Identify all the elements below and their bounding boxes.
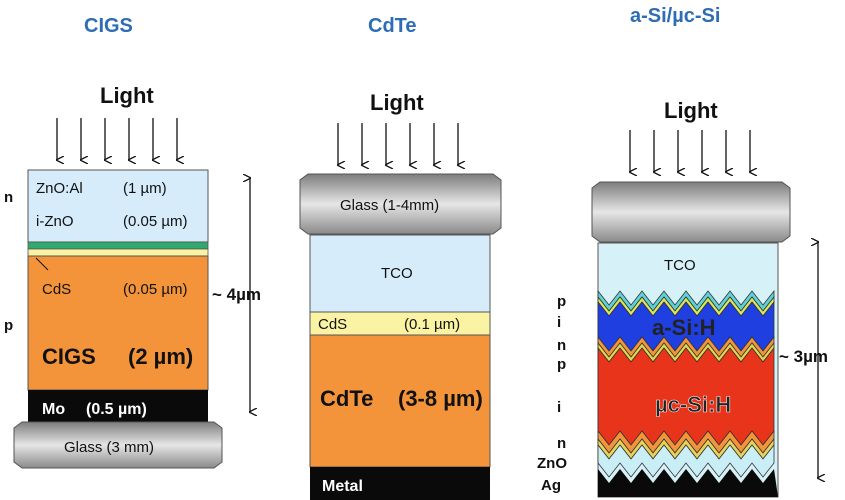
cdte-light-arrows xyxy=(338,123,458,165)
mo-thickness: (0.5 µm) xyxy=(86,401,147,418)
cdte-light-label: Light xyxy=(370,90,424,115)
cigs-layer-label: CIGS xyxy=(42,344,96,369)
mo-layer xyxy=(28,390,208,422)
i-zno-thickness: (0.05 µm) xyxy=(123,213,188,230)
asi-title: a-Si/µc-Si xyxy=(630,5,720,27)
cigs-side-p: p xyxy=(4,317,13,334)
cds-thickness: (0.05 µm) xyxy=(123,281,188,298)
metal-layer xyxy=(310,467,490,500)
asi-side-ag: Ag xyxy=(541,477,561,494)
cigs-light-arrows xyxy=(57,118,177,160)
asi-side-p2: p xyxy=(557,356,566,373)
ucsih-label: µc-Si:H xyxy=(655,392,731,417)
cigs-title: CIGS xyxy=(84,15,133,37)
asi-light-label: Light xyxy=(664,98,718,123)
cdte-tco-label: TCO xyxy=(381,265,413,282)
asi-total-thickness: ~ 3µm xyxy=(779,347,828,366)
cdte-tco-layer xyxy=(309,234,491,313)
ucsih-label-outline: µc-Si:H xyxy=(655,392,731,417)
cdte-layer-thickness: (3-8 µm) xyxy=(398,386,483,411)
asi-layer-bands xyxy=(597,289,778,497)
cdte-title: CdTe xyxy=(368,15,417,37)
asi-stack: a-Si/µc-Si Light TCO a-Si:H µc-Si:H µc-S… xyxy=(537,5,828,498)
i-zno-label: i-ZnO xyxy=(36,213,74,230)
cdte-glass-label: Glass (1-4mm) xyxy=(340,197,439,214)
cdte-glass-layer xyxy=(299,173,502,235)
asi-side-zno: ZnO xyxy=(537,455,567,472)
asi-light-arrows xyxy=(630,130,750,172)
cds-pointer xyxy=(35,257,49,271)
asi-ag-layer xyxy=(598,469,778,497)
cigs-light-label: Light xyxy=(100,83,154,108)
cds-label: CdS xyxy=(42,281,71,298)
asi-side-n1: n xyxy=(557,337,566,354)
asi-side-n2: n xyxy=(557,435,566,452)
asi-side-labels: p i n p i n ZnO Ag xyxy=(537,293,567,494)
cigs-absorber-layer xyxy=(27,255,209,391)
asi-tco-label: TCO xyxy=(664,257,696,274)
asi-side-i2: i xyxy=(557,399,561,416)
cds-layer xyxy=(27,248,209,257)
asi-side-i1: i xyxy=(557,314,561,331)
i-zno-layer xyxy=(27,241,209,250)
cdte-cds-label: CdS xyxy=(318,316,347,333)
cdte-cds-thickness: (0.1 µm) xyxy=(404,316,460,333)
metal-label: Metal xyxy=(322,478,363,495)
asi-side-p1: p xyxy=(557,293,566,310)
cdte-layer-label: CdTe xyxy=(320,386,373,411)
cdte-absorber-layer xyxy=(309,334,491,468)
mo-label: Mo xyxy=(42,401,65,418)
asi-zno-layer xyxy=(597,443,775,478)
cigs-stack: CIGS Light n p ZnO:Al (1 µm) i-ZnO (0.05… xyxy=(4,15,261,469)
cigs-total-thickness: ~ 4µm xyxy=(212,285,261,304)
asih-label: a-Si:H xyxy=(652,315,716,340)
cigs-glass-layer xyxy=(13,421,223,469)
cigs-side-n: n xyxy=(4,189,13,206)
cigs-layer-thickness: (2 µm) xyxy=(128,344,193,369)
cigs-glass-label: Glass (3 mm) xyxy=(64,439,154,456)
zno-al-label: ZnO:Al xyxy=(36,180,83,197)
zno-al-thickness: (1 µm) xyxy=(123,180,167,197)
asi-glass-layer xyxy=(591,181,791,243)
cdte-stack: CdTe Light Glass (1-4mm) TCO CdS (0.1 µm… xyxy=(299,15,502,500)
